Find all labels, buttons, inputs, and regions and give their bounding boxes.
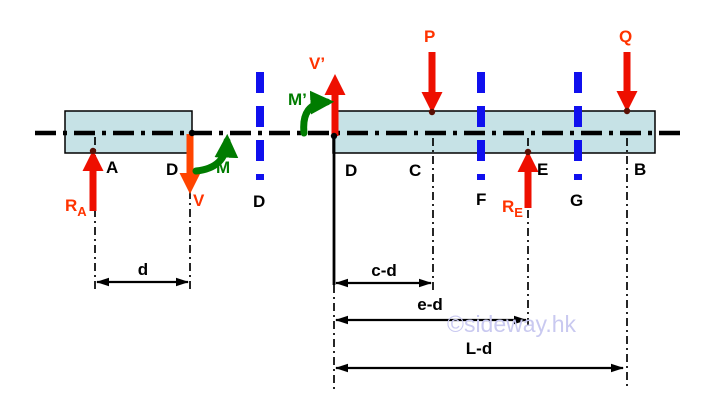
label-dim-d: d xyxy=(138,260,148,279)
dot-load-p xyxy=(428,108,436,116)
reaction-ra-arrow xyxy=(82,150,104,211)
label-point-c: C xyxy=(409,161,421,180)
dot-reaction-e xyxy=(524,148,532,156)
dimension-ed xyxy=(335,315,527,325)
label-dim-ed: e-d xyxy=(417,295,443,314)
label-point-a: A xyxy=(106,158,118,177)
dot-cut-d-right xyxy=(330,132,338,140)
label-ra-subscript: A xyxy=(77,204,87,219)
dimension-d-arrow-left xyxy=(96,277,109,287)
watermark-text: ©sideway.hk xyxy=(447,311,577,337)
label-reaction-ra: RA xyxy=(65,196,87,219)
dimension-d-arrow-right xyxy=(176,277,189,287)
dimension-ed-arrow-right xyxy=(514,315,527,325)
load-p-arrow xyxy=(421,52,443,113)
label-point-d-right: D xyxy=(345,161,357,180)
dot-load-q xyxy=(623,107,631,115)
label-load-p: P xyxy=(424,27,435,46)
label-cut-g: G xyxy=(570,191,583,210)
label-reaction-re: RE xyxy=(502,197,523,220)
label-dim-cd: c-d xyxy=(371,261,397,280)
label-point-d-left: D xyxy=(166,160,178,179)
label-cut-f: F xyxy=(476,190,486,209)
label-dim-ld: L-d xyxy=(466,339,492,358)
label-re-main: R xyxy=(502,197,514,216)
moment-m-arc xyxy=(192,133,239,175)
dimension-ld-arrow-left xyxy=(335,363,348,373)
dot-reaction-a xyxy=(89,147,97,155)
shear-v-prime-arrow xyxy=(324,74,346,136)
dimension-ld xyxy=(335,363,624,373)
dimension-cd-arrow-right xyxy=(419,278,432,288)
label-shear-v: V xyxy=(193,191,205,210)
moment-m-prime-arc xyxy=(300,90,335,137)
dimension-cd xyxy=(335,278,432,288)
dimension-ld-arrow-right xyxy=(611,363,624,373)
label-moment-m-prime: M’ xyxy=(288,90,307,109)
dot-cut-d-left xyxy=(188,129,196,137)
label-re-subscript: E xyxy=(514,205,523,220)
load-q-arrow xyxy=(616,52,638,112)
label-ra-main: R xyxy=(65,196,77,215)
label-load-q: Q xyxy=(619,27,632,46)
dimension-d xyxy=(96,277,189,287)
label-cut-d: D xyxy=(253,192,265,211)
dimension-cd-arrow-left xyxy=(335,278,348,288)
label-point-e: E xyxy=(537,160,548,179)
shear-v-arrow xyxy=(179,134,201,194)
label-moment-m: M xyxy=(216,158,230,177)
reaction-re-arrow xyxy=(517,151,539,208)
dimension-ed-arrow-left xyxy=(335,315,348,325)
label-point-b: B xyxy=(634,160,646,179)
label-shear-v-prime: V’ xyxy=(309,54,325,73)
